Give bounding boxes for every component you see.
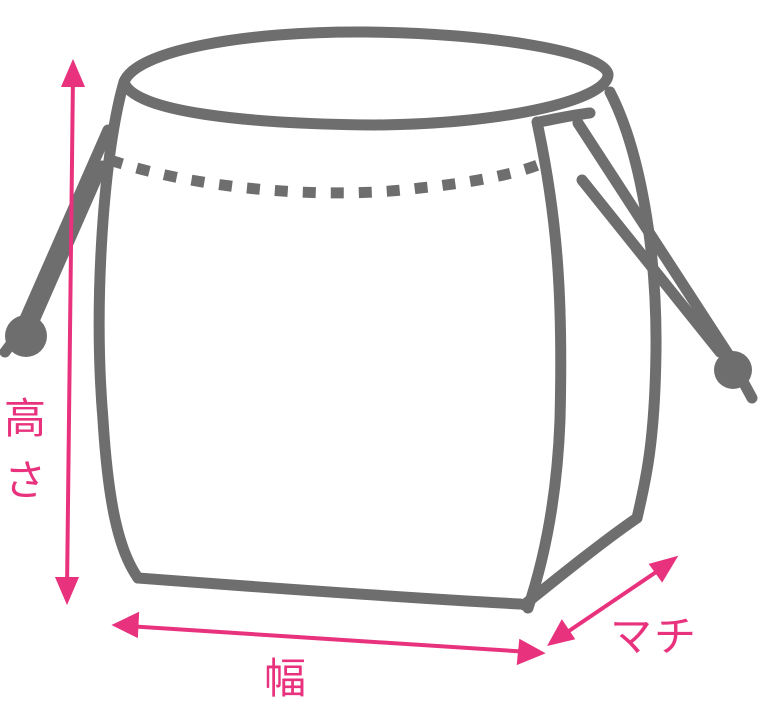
drawstring-channel-stitch [108,154,540,199]
left-cord-stopper [5,315,47,357]
gusset-label: マチ [610,612,699,661]
height-dimension-line [65,73,75,592]
height-label-char-2: さ [3,456,46,505]
bag-side-right-edge [604,86,662,524]
gusset-dimension-line [558,564,667,639]
bag-opening-rim [118,26,614,131]
right-drawstring-inner [576,174,726,358]
bag-left-edge [93,76,144,584]
right-drawstring [572,117,738,366]
bag-side-top-edge [533,107,596,128]
bag-bottom-edge [132,572,526,610]
right-cord-stopper [714,351,752,389]
height-label: 高 さ [2,398,48,502]
bag-side-bottom-edge [518,512,643,611]
left-drawstring-inner [24,160,108,336]
gusset-arrow-left [547,619,576,646]
height-arrow-top [60,58,86,87]
height-arrow-bottom [54,577,80,606]
bag-front-side-fold [522,116,567,614]
width-label: 幅 [264,654,307,703]
left-drawstring [14,124,114,336]
height-label-char-1: 高 [3,394,46,443]
width-dimension-line [125,624,532,654]
width-arrow-right [516,638,546,666]
width-arrow-left [111,611,140,639]
gusset-arrow-right [648,555,679,583]
